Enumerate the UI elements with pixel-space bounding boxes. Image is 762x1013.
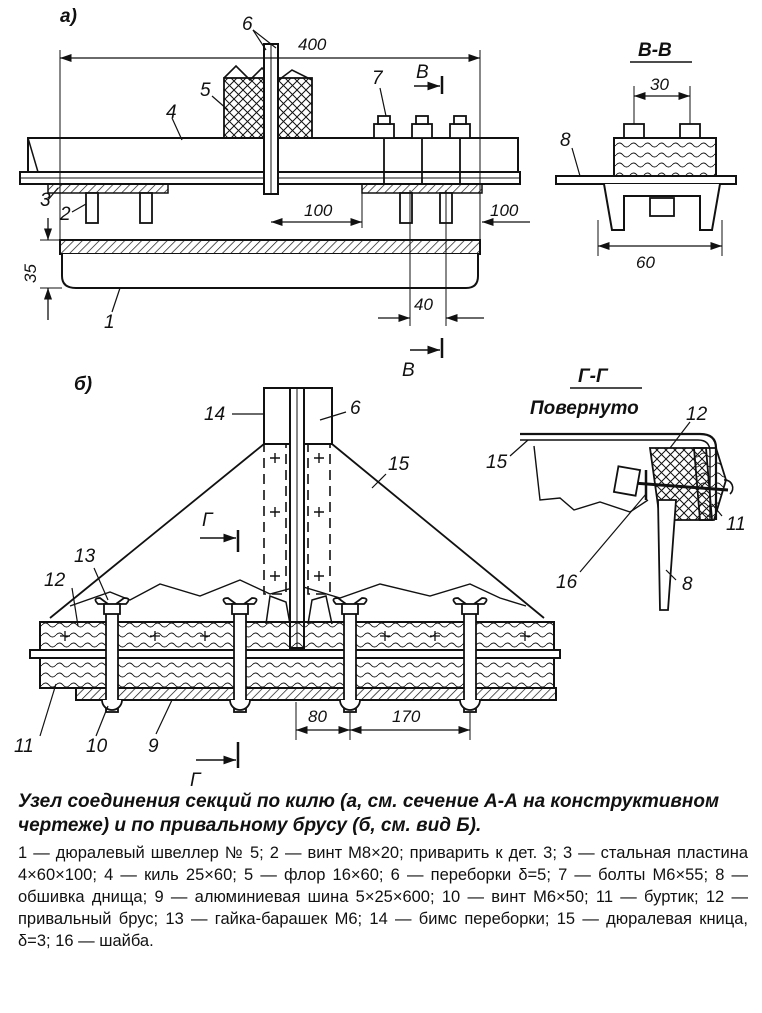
- channel-1: [61, 254, 479, 289]
- strip-9: [75, 687, 557, 701]
- dim-60: 60: [636, 253, 655, 272]
- legend-item: 1 — дюралевый швеллер № 5;: [18, 844, 264, 862]
- legend-item: 4 — киль 25×60;: [104, 866, 237, 884]
- callout-15-gg: 15: [486, 452, 508, 473]
- legend-item: 16 — шайба.: [55, 932, 154, 950]
- dim-170: 170: [392, 707, 421, 726]
- dim-400: 400: [298, 35, 327, 54]
- legend-item: 5 — флор 16×60;: [244, 866, 384, 884]
- callout-11-gg: 11: [726, 514, 746, 535]
- legend-item: 8 — обшивка днища;: [18, 866, 749, 906]
- legend-item: 13 — гайка-барашек М6;: [165, 910, 363, 928]
- legend-item: 14 — бимс переборки;: [369, 910, 550, 928]
- callout-4: 4: [166, 102, 177, 123]
- legend-item: 2 — винт М8×20; приварить к дет. 3;: [269, 844, 557, 862]
- legend-item: 11 — буртик;: [595, 888, 699, 906]
- vv-nut-right: [679, 123, 701, 139]
- section-mark-v-bottom: В: [402, 360, 415, 381]
- callout-12: 12: [44, 570, 66, 591]
- callout-3: 3: [40, 190, 51, 211]
- dim-40: 40: [414, 295, 433, 314]
- callout-7: 7: [372, 68, 384, 89]
- callout-8-vv: 8: [560, 130, 571, 151]
- callout-1: 1: [104, 312, 115, 333]
- legend-item: 3 — стальная пластина 4×60×100;: [18, 844, 749, 884]
- section-vv-title: В-В: [638, 40, 672, 61]
- floor-wood-b: [265, 594, 333, 625]
- section-vv: В-В 30 60 8: [555, 40, 737, 272]
- plate-hatch-left: [47, 183, 169, 194]
- dim-100-b: 100: [490, 201, 519, 220]
- view-b-label: б): [74, 374, 92, 395]
- callout-2: 2: [59, 204, 71, 225]
- section-gg-title: Г-Г: [578, 366, 609, 387]
- view-a-label: а): [60, 6, 77, 27]
- plate-hatch-right: [361, 183, 483, 194]
- section-mark-g-top: Г: [202, 510, 214, 531]
- vv-bolt-nut: [649, 197, 675, 217]
- dim-80: 80: [308, 707, 327, 726]
- screws-2: [85, 192, 153, 224]
- technical-drawing: а): [14, 6, 746, 790]
- caption-legend: 1 — дюралевый швеллер № 5; 2 — винт М8×2…: [18, 842, 748, 952]
- callout-16: 16: [556, 572, 578, 593]
- figure-caption: Узел соединения секций по килю (а, см. с…: [18, 790, 748, 952]
- gg-nut: [612, 465, 642, 497]
- callout-14: 14: [204, 404, 225, 425]
- callout-8-gg: 8: [682, 574, 693, 595]
- callout-10: 10: [86, 736, 108, 757]
- legend-item: 9 — алюминиевая шина 5×25×600;: [154, 888, 435, 906]
- dim-30: 30: [650, 75, 669, 94]
- section-gg-rotated: Повернуто: [530, 398, 639, 419]
- gg-plating-8: [657, 499, 677, 611]
- callout-11: 11: [14, 736, 34, 757]
- callout-9: 9: [148, 736, 159, 757]
- callout-13: 13: [74, 546, 96, 567]
- legend-item: 7 — болты М6×55;: [558, 866, 709, 884]
- legend-item: 12 — привальный брус;: [18, 888, 748, 928]
- callout-6: 6: [242, 14, 253, 35]
- section-mark-g-bottom: Г: [190, 770, 202, 790]
- callout-5: 5: [200, 80, 211, 101]
- dim-35: 35: [21, 264, 40, 283]
- legend-item: 6 — переборки δ=5;: [390, 866, 551, 884]
- gusset-15: [49, 443, 545, 619]
- bolts-7: [373, 115, 471, 184]
- screws-2-lower: [399, 192, 453, 224]
- callout-15: 15: [388, 454, 410, 475]
- callout-12-gg: 12: [686, 404, 708, 425]
- beam-dashed-left: [263, 443, 287, 595]
- gg-rim: [693, 447, 727, 521]
- vv-channel: [603, 183, 721, 231]
- view-b: б): [14, 374, 561, 790]
- section-mark-v-top: В: [416, 62, 429, 83]
- gusset-15-breakline: [69, 579, 527, 607]
- vv-keel: [613, 137, 717, 177]
- dim-100-a: 100: [304, 201, 333, 220]
- vv-nut-left: [623, 123, 645, 139]
- callout-6-b: 6: [350, 398, 361, 419]
- legend-item: 10 — винт М6×50;: [441, 888, 589, 906]
- legend-item: 15 — дюралевая кница, δ=3;: [18, 910, 748, 950]
- view-a: а): [19, 6, 530, 381]
- section-gg: Г-Г Повернуто 15 12 11 16 8: [486, 366, 746, 611]
- channel-1-top: [59, 239, 481, 255]
- caption-title: Узел соединения секций по килю (а, см. с…: [18, 791, 720, 836]
- vv-plating: [555, 175, 737, 185]
- beam-dashed-right: [307, 443, 331, 595]
